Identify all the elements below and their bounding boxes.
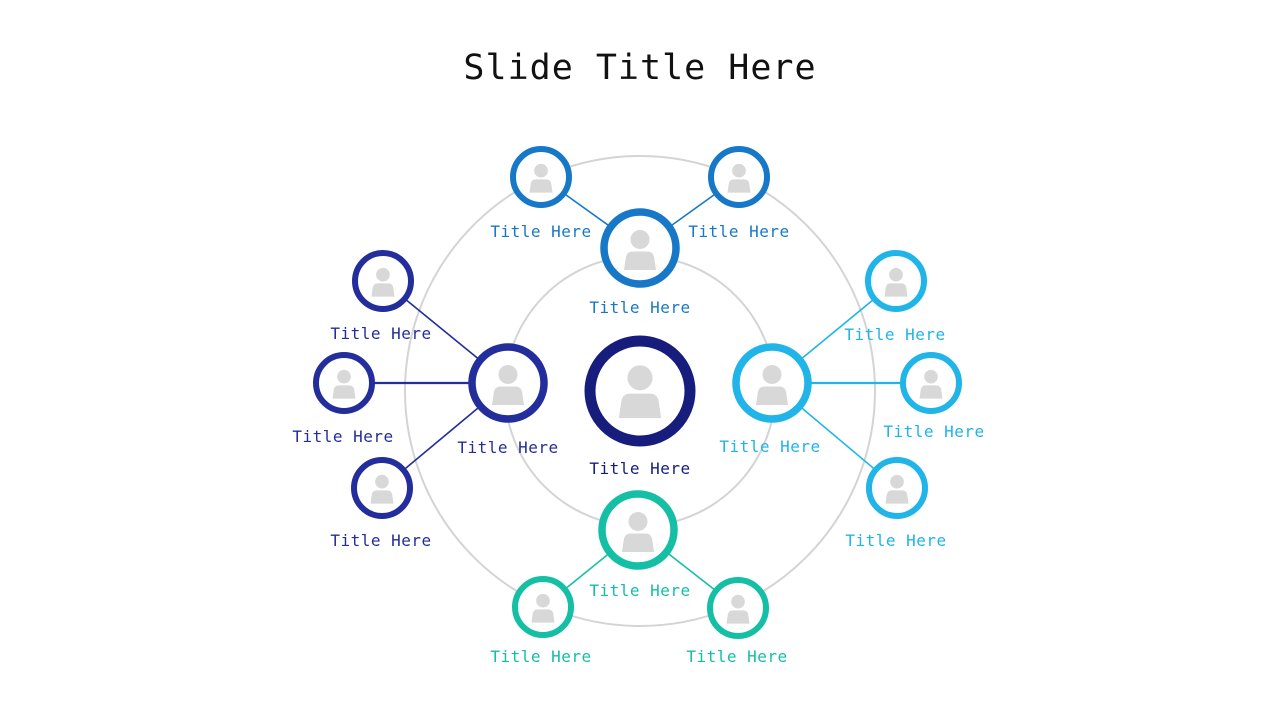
satellite-top-2-label: Title Here	[688, 222, 789, 241]
slide-title: Slide Title Here	[463, 48, 817, 88]
node-top-label: Title Here	[589, 298, 690, 317]
node-left-label: Title Here	[457, 438, 558, 457]
guide-circle-outer	[404, 155, 876, 627]
satellite-left-1-label: Title Here	[330, 324, 431, 343]
node-center-label: Title Here	[589, 459, 690, 478]
satellite-top-1-label: Title Here	[490, 222, 591, 241]
node-right-label: Title Here	[719, 437, 820, 456]
node-center-ring	[584, 335, 696, 447]
satellite-right-2-label: Title Here	[883, 422, 984, 441]
satellite-left-3-label: Title Here	[330, 531, 431, 550]
node-bottom-label: Title Here	[589, 581, 690, 600]
satellite-bottom-1-label: Title Here	[490, 647, 591, 666]
satellite-bottom-2-label: Title Here	[686, 647, 787, 666]
satellite-left-2-label: Title Here	[292, 427, 393, 446]
satellite-right-3-label: Title Here	[845, 531, 946, 550]
satellite-right-1-label: Title Here	[844, 325, 945, 344]
